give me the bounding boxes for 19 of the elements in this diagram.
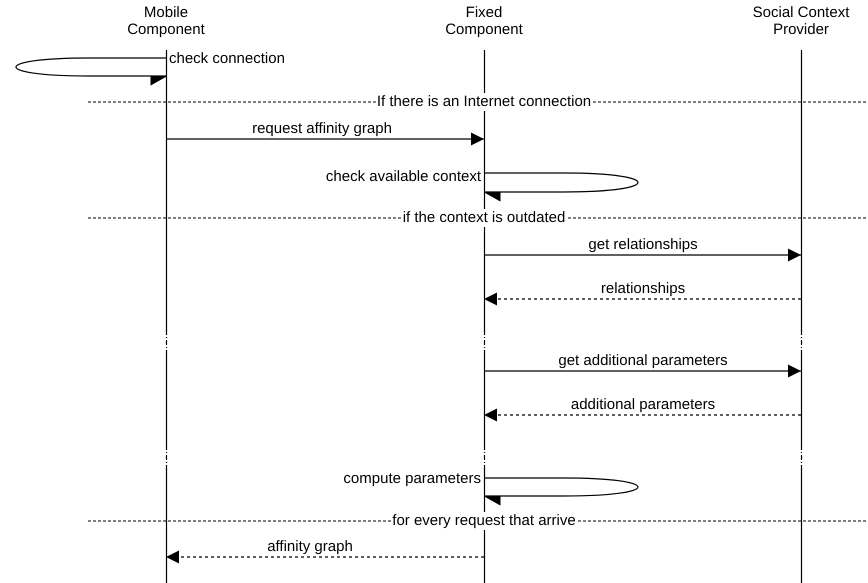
- edge-label: compute parameters: [343, 470, 481, 488]
- guard-label: If there is an Internet connection: [376, 93, 592, 111]
- self-message-arrow: [16, 57, 167, 86]
- message-arrow: [484, 292, 801, 306]
- self-message-arrow: [484, 477, 638, 506]
- message-arrow: [166, 132, 484, 146]
- edge-label: get additional parameters: [556, 352, 730, 370]
- edge-label: affinity graph: [265, 538, 355, 556]
- edge-label: relationships: [598, 280, 688, 298]
- message-arrow: [484, 408, 801, 422]
- self-message-arrow: [484, 172, 638, 202]
- message-arrow: [484, 364, 801, 378]
- guard-label: if the context is outdated: [402, 209, 566, 227]
- edge-label: get relationships: [586, 236, 700, 254]
- edge-label: additional parameters: [568, 396, 718, 414]
- guard-label: for every request that arrive: [391, 512, 577, 530]
- message-arrow: [484, 248, 801, 262]
- edge-label: request affinity graph: [250, 120, 394, 138]
- message-arrow: [166, 550, 484, 564]
